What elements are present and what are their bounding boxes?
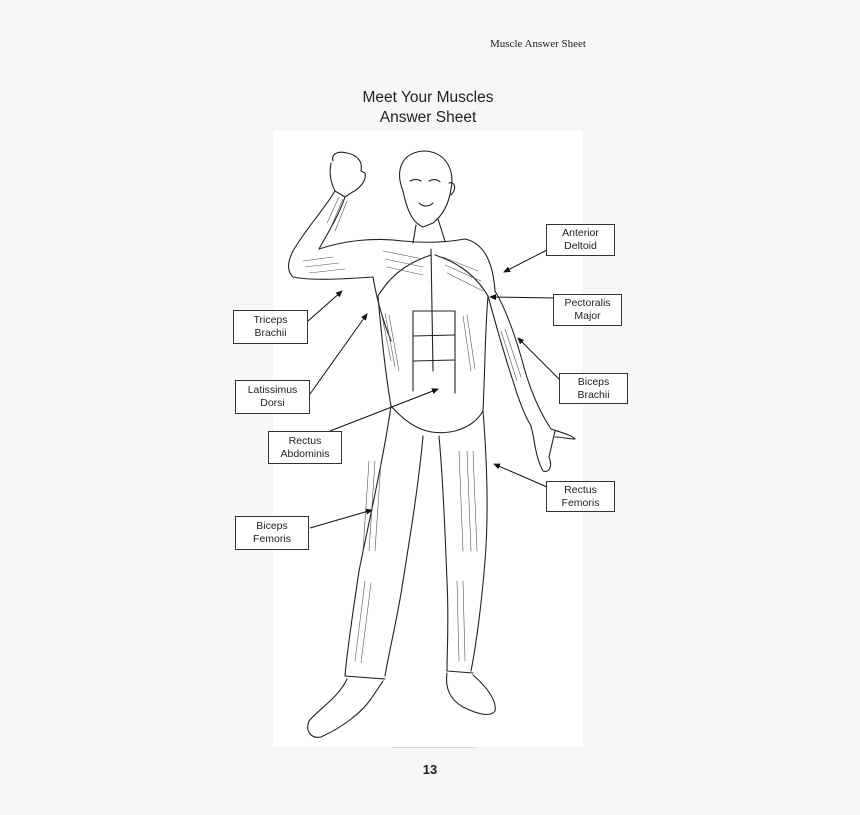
arrow-rectus-femoris bbox=[493, 463, 548, 488]
label-line: Latissimus bbox=[247, 384, 298, 396]
arrow-latissimus-dorsi bbox=[309, 313, 368, 395]
muscle-figure-illustration bbox=[287, 150, 576, 738]
label-line: Rectus bbox=[288, 434, 322, 447]
arrow-biceps-brachii bbox=[517, 337, 561, 381]
arrow-rectus-abdominis bbox=[329, 388, 439, 432]
title-line-1: Meet Your Muscles bbox=[362, 89, 494, 106]
label-line: Femoris bbox=[561, 496, 600, 509]
label-line: Biceps bbox=[256, 520, 288, 532]
arrow-pectoralis-major bbox=[489, 294, 555, 301]
page-number: 13 bbox=[422, 762, 438, 777]
arrow-triceps-brachii bbox=[307, 290, 343, 322]
label-anterior-deltoid: Anterior Deltoid bbox=[546, 224, 615, 256]
label-line: Dorsi bbox=[260, 397, 285, 409]
label-line: Brachii bbox=[577, 388, 610, 401]
label-pectoralis-major: Pectoralis Major bbox=[553, 294, 622, 326]
label-biceps-femoris: Biceps Femoris bbox=[235, 516, 309, 550]
label-line: Major bbox=[574, 310, 601, 322]
label-rectus-femoris: Rectus Femoris bbox=[546, 481, 615, 512]
label-line: Abdominis bbox=[280, 447, 330, 460]
label-line: Anterior bbox=[562, 227, 599, 239]
footer-rule bbox=[392, 747, 475, 748]
label-latissimus-dorsi: Latissimus Dorsi bbox=[235, 380, 310, 414]
label-rectus-abdominis: Rectus Abdominis bbox=[268, 431, 342, 464]
title-line-2: Answer Sheet bbox=[379, 109, 477, 126]
page-title: Meet Your Muscles Answer Sheet bbox=[330, 88, 526, 128]
label-line: Femoris bbox=[253, 533, 291, 545]
label-line: Triceps bbox=[253, 314, 288, 326]
label-triceps-brachii: Triceps Brachii bbox=[233, 310, 308, 344]
arrow-biceps-femoris bbox=[309, 508, 373, 529]
label-line: Deltoid bbox=[564, 240, 597, 252]
label-biceps-brachii: Biceps Brachii bbox=[559, 373, 628, 404]
label-line: Biceps bbox=[577, 375, 610, 388]
running-header: Muscle Answer Sheet bbox=[490, 38, 586, 50]
label-line: Pectoralis bbox=[564, 297, 611, 309]
label-line: Brachii bbox=[254, 327, 287, 339]
arrow-anterior-deltoid bbox=[503, 249, 548, 273]
label-line: Rectus bbox=[564, 483, 597, 496]
